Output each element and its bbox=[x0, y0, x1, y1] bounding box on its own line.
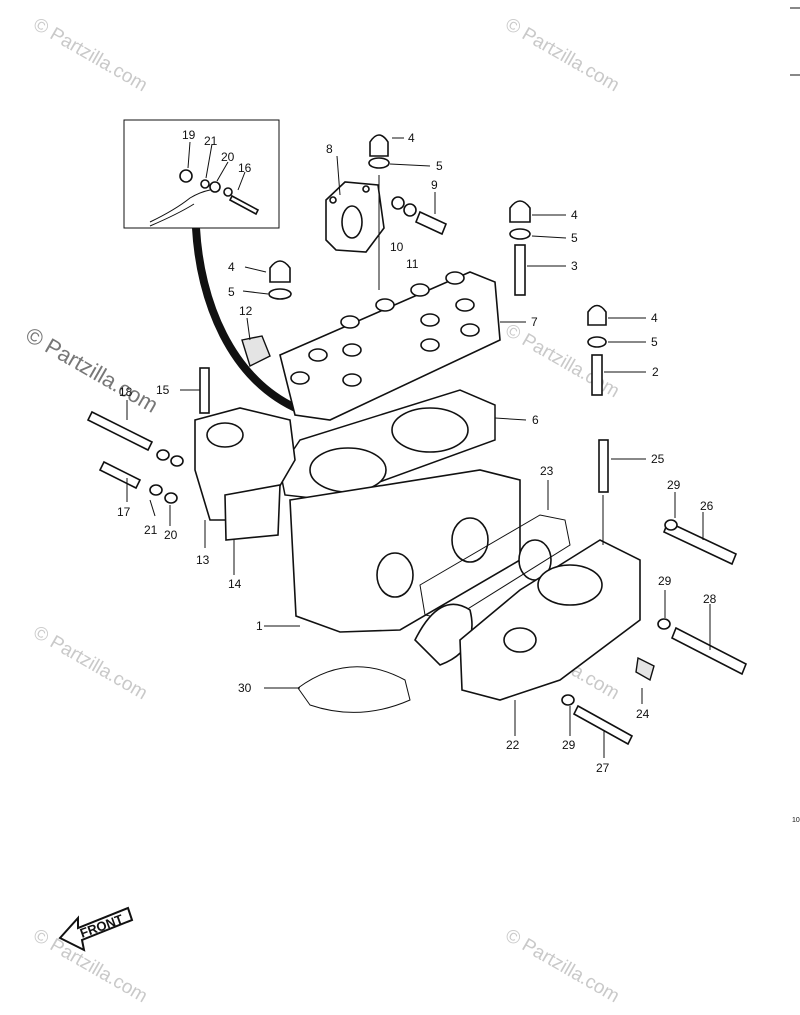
callout-21: 21 bbox=[144, 523, 158, 537]
callout-5: 5 bbox=[571, 231, 578, 245]
callout-6: 6 bbox=[532, 413, 539, 427]
front-label: FRONT bbox=[78, 911, 125, 940]
front-arrow: FRONT bbox=[58, 906, 134, 952]
exhaust-flange bbox=[503, 627, 537, 653]
callout-17: 17 bbox=[117, 505, 131, 519]
inset-bolt-assembly bbox=[149, 169, 260, 227]
callout-4: 4 bbox=[228, 260, 235, 274]
callout-15: 15 bbox=[156, 383, 170, 397]
callout-4: 4 bbox=[571, 208, 578, 222]
washer bbox=[664, 519, 678, 531]
cap-nut bbox=[369, 134, 389, 157]
callout-26: 26 bbox=[700, 499, 714, 513]
callout-29: 29 bbox=[562, 738, 576, 752]
exhaust-gasket bbox=[419, 514, 571, 621]
bracket-hole bbox=[329, 196, 337, 204]
callout-3: 3 bbox=[571, 259, 578, 273]
stud bbox=[598, 439, 609, 493]
callout-19: 19 bbox=[182, 128, 196, 142]
gasket-bore bbox=[391, 407, 469, 453]
washer bbox=[391, 196, 405, 210]
washer bbox=[149, 484, 163, 496]
washer bbox=[561, 694, 575, 706]
gasket-bore bbox=[309, 447, 387, 493]
callout-5: 5 bbox=[228, 285, 235, 299]
washer bbox=[170, 455, 184, 467]
callout-24: 24 bbox=[636, 707, 650, 721]
callout-7: 7 bbox=[531, 315, 538, 329]
stud bbox=[591, 354, 603, 396]
cylinder-block bbox=[289, 469, 521, 633]
callout-4: 4 bbox=[651, 311, 658, 325]
bolt bbox=[414, 210, 448, 236]
callout-13: 13 bbox=[196, 553, 210, 567]
callout-27: 27 bbox=[596, 761, 610, 775]
callout-labels: 1 2 3 4 4 4 4 5 5 5 5 6 7 8 9 10 11 12 1… bbox=[117, 128, 717, 775]
callout-20: 20 bbox=[164, 528, 178, 542]
base-gasket bbox=[297, 666, 411, 713]
callout-16: 16 bbox=[238, 161, 252, 175]
bolt bbox=[86, 410, 154, 452]
leader-lines bbox=[126, 137, 711, 758]
washer bbox=[268, 288, 292, 300]
cap-nut bbox=[269, 260, 291, 283]
bracket-hole bbox=[341, 205, 363, 239]
callout-18: 18 bbox=[119, 385, 133, 399]
callout-20: 20 bbox=[221, 150, 235, 164]
callout-28: 28 bbox=[703, 592, 717, 606]
callout-30: 30 bbox=[238, 681, 252, 695]
callout-25: 25 bbox=[651, 452, 665, 466]
bolt bbox=[98, 460, 142, 490]
cap-nut bbox=[509, 200, 531, 223]
callout-21: 21 bbox=[204, 134, 218, 148]
callout-2: 2 bbox=[652, 365, 659, 379]
cylinder-head bbox=[279, 271, 501, 421]
callout-8: 8 bbox=[326, 142, 333, 156]
bolt bbox=[670, 626, 748, 676]
inset-leader-lines bbox=[187, 141, 246, 191]
callout-11: 11 bbox=[406, 257, 419, 271]
callout-22: 22 bbox=[506, 738, 520, 752]
washer bbox=[156, 449, 170, 461]
callout-9: 9 bbox=[431, 178, 438, 192]
washer bbox=[657, 618, 671, 630]
drain-plug bbox=[635, 656, 655, 682]
exhaust-outlet bbox=[537, 564, 603, 606]
fitting bbox=[241, 335, 271, 367]
manifold-gasket bbox=[224, 484, 281, 541]
callout-14: 14 bbox=[228, 577, 242, 591]
callout-1: 1 bbox=[256, 619, 263, 633]
cap-nut bbox=[587, 304, 607, 326]
stud bbox=[199, 367, 210, 414]
callout-29: 29 bbox=[667, 478, 681, 492]
callout-29: 29 bbox=[658, 574, 672, 588]
washer bbox=[368, 157, 390, 169]
head-bosses bbox=[290, 271, 480, 387]
callout-5: 5 bbox=[651, 335, 658, 349]
callout-5: 5 bbox=[436, 159, 443, 173]
bolt bbox=[662, 520, 738, 566]
inset-box bbox=[123, 119, 280, 229]
washer bbox=[509, 228, 531, 240]
callout-12: 12 bbox=[239, 304, 253, 318]
washer bbox=[164, 492, 178, 504]
manifold-port bbox=[206, 422, 244, 448]
water-hose bbox=[192, 227, 302, 414]
callout-10: 10 bbox=[390, 240, 404, 254]
washer bbox=[587, 336, 607, 348]
corner-mark: 10 bbox=[792, 817, 800, 824]
washer bbox=[403, 203, 417, 217]
callout-23: 23 bbox=[540, 464, 554, 478]
port-gasket bbox=[414, 603, 473, 666]
stud bbox=[514, 244, 526, 296]
callout-4: 4 bbox=[408, 131, 415, 145]
bracket-hole bbox=[362, 185, 370, 193]
bolt bbox=[572, 704, 634, 746]
